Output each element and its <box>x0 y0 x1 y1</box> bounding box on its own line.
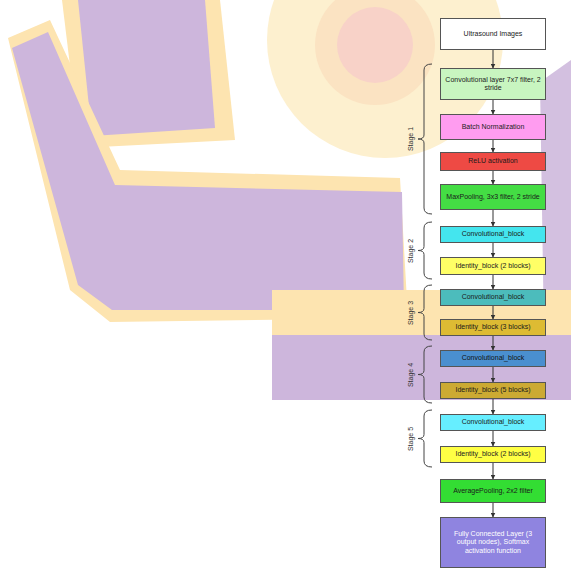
conv-block-box: Convolutional_block <box>440 350 546 367</box>
identity-block-box: Identity_block (5 blocks) <box>440 382 546 399</box>
batchnorm-box: Batch Normalization <box>440 114 546 140</box>
node-text: Ultrasound Images <box>461 30 526 38</box>
node-text: Batch Normalization <box>459 123 528 131</box>
node-text: AveragePooling, 2x2 filter <box>450 487 536 495</box>
figure-body <box>272 335 571 400</box>
stage-bracket <box>418 285 432 340</box>
flow-arrow <box>493 367 494 382</box>
flow-arrow <box>493 140 494 152</box>
pooling-box: AveragePooling, 2x2 filter <box>440 479 546 503</box>
flow-arrow <box>493 210 494 226</box>
node-text: Identity_block (5 blocks) <box>452 386 533 394</box>
stage-label: Stage 5 <box>407 426 414 450</box>
stage-bracket <box>418 410 432 467</box>
stage-label: Stage 2 <box>407 238 414 262</box>
pooling-box: MaxPooling, 3x3 filter, 2 stride <box>440 184 546 210</box>
identity-block-box: Identity_block (2 blocks) <box>440 257 546 275</box>
identity-block-box: Identity_block (3 blocks) <box>440 319 546 336</box>
node-text: Convolutional_block <box>459 354 528 362</box>
stage-bracket <box>418 222 432 279</box>
node-text: Identity_block (2 blocks) <box>452 262 533 270</box>
node-text: Convolutional_block <box>459 418 528 426</box>
stage-bracket <box>418 346 432 403</box>
node-text: Identity_block (3 blocks) <box>452 323 533 331</box>
stage-label: Stage 1 <box>407 127 414 151</box>
node-text: ReLU activation <box>465 157 520 165</box>
identity-block-box: Identity_block (2 blocks) <box>440 446 546 463</box>
flow-arrow <box>493 399 494 414</box>
flow-arrow <box>493 503 494 517</box>
stage-bracket <box>418 64 432 214</box>
sun-core <box>337 7 413 83</box>
node-text: Convolutional_block <box>459 230 528 238</box>
flow-arrow <box>493 336 494 350</box>
conv-block-box: Convolutional_block <box>440 289 546 306</box>
conv-block-box: Convolutional_block <box>440 226 546 243</box>
stage-label: Stage 4 <box>407 362 414 386</box>
flow-arrow <box>493 243 494 257</box>
sun-ring <box>315 0 435 105</box>
input-box: Ultrasound Images <box>440 18 546 50</box>
figure-head <box>78 0 215 136</box>
flow-arrow <box>493 306 494 319</box>
flow-arrow <box>493 463 494 479</box>
node-text: Convolutional layer 7x7 filter, 2 stride <box>441 76 545 92</box>
node-text: Convolutional_block <box>459 293 528 301</box>
node-text: MaxPooling, 3x3 filter, 2 stride <box>443 193 542 201</box>
flow-arrow <box>493 171 494 184</box>
figure-outline <box>8 20 408 322</box>
stage-label: Stage 3 <box>407 300 414 324</box>
figure-arm <box>12 32 404 310</box>
conv-layer-box: Convolutional layer 7x7 filter, 2 stride <box>440 68 546 100</box>
conv-block-box: Convolutional_block <box>440 414 546 431</box>
flow-arrow <box>493 275 494 289</box>
flow-arrow <box>493 50 494 68</box>
node-text: Fully Connected Layer (3 output nodes), … <box>441 530 545 554</box>
flow-arrow <box>493 100 494 114</box>
activation-box: ReLU activation <box>440 152 546 171</box>
dense-layer-box: Fully Connected Layer (3 output nodes), … <box>440 517 546 568</box>
flow-arrow <box>493 431 494 446</box>
node-text: Identity_block (2 blocks) <box>452 450 533 458</box>
